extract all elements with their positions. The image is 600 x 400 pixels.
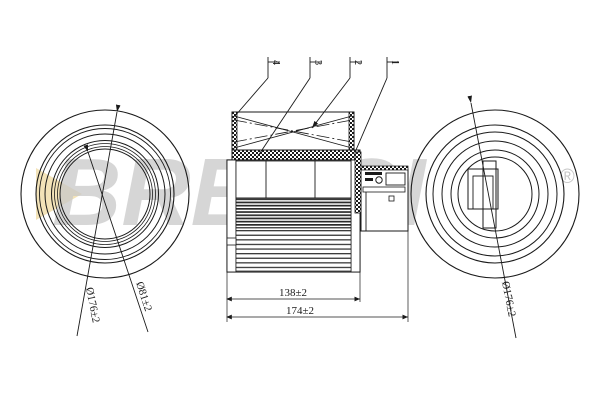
callout-1: 1 — [355, 57, 400, 151]
left-ring-3 — [39, 128, 171, 260]
dimension-138: 138±2 — [226, 287, 360, 302]
right-ring-5 — [450, 149, 540, 239]
right-ring-outer — [410, 109, 580, 279]
right-center-inner-box — [472, 175, 494, 210]
dimension-174: 174±2 — [226, 305, 408, 320]
callout-2-label: 2 — [352, 60, 363, 65]
body-left-tab — [226, 237, 237, 246]
left-ring-4 — [44, 133, 166, 255]
left-ring-outer — [20, 109, 190, 279]
callout-3: 3 — [257, 57, 323, 157]
right-ring-4 — [441, 140, 549, 248]
left-ring-2 — [35, 124, 175, 264]
side-bracket-slot-lower — [365, 178, 373, 181]
left-ring-inner — [59, 148, 151, 240]
dimension-138-label: 138±2 — [279, 287, 307, 299]
left-ring-6 — [54, 143, 156, 245]
top-cap-body — [231, 111, 355, 151]
left-ring-7 — [57, 146, 153, 242]
right-od-label: Ø176±2 — [499, 280, 518, 318]
side-bracket-top-rail — [360, 165, 409, 171]
top-cap-centerline — [233, 119, 353, 143]
top-cap-cross-hatch — [233, 115, 353, 149]
dimension-174-label: 174±2 — [286, 305, 314, 317]
right-ring-3 — [432, 131, 558, 257]
side-bracket-ledge — [362, 186, 406, 193]
gasket-band — [231, 149, 361, 161]
side-bracket-window — [385, 172, 406, 186]
right-od-leader: Ø176±2 — [467, 95, 518, 339]
left-od-label: Ø176±2 — [83, 286, 102, 324]
callout-1-label: 1 — [389, 60, 400, 65]
section-view: 138±2 174±2 4 — [226, 57, 409, 322]
registered-mark-icon: ® — [560, 166, 575, 188]
callout-4: 4 — [234, 57, 281, 117]
callout-2: 2 — [311, 57, 363, 129]
top-cap-right-rail — [348, 111, 355, 151]
brand-triangle-accent — [36, 168, 82, 220]
right-center-outer-rect — [482, 160, 497, 229]
right-end-view — [410, 109, 580, 279]
body-upper-zone — [235, 160, 352, 199]
side-bracket-bolt-hole-icon — [375, 176, 383, 184]
top-cap-left-rail — [231, 111, 238, 151]
left-end-view — [20, 109, 190, 279]
side-bracket-nub — [388, 195, 395, 202]
right-ring-inner — [457, 156, 533, 232]
body-left-band — [226, 159, 237, 273]
callout-4-label: 4 — [270, 60, 281, 65]
callout-3-label: 3 — [312, 60, 323, 65]
side-bracket-slot-upper — [365, 172, 382, 175]
callout-group: 4 3 2 — [234, 57, 400, 157]
pleated-media-lower — [235, 227, 352, 272]
left-ring-5 — [51, 140, 159, 248]
side-bracket-collar — [354, 151, 362, 214]
right-ring-2 — [425, 124, 565, 264]
pleated-media-upper — [235, 197, 352, 229]
